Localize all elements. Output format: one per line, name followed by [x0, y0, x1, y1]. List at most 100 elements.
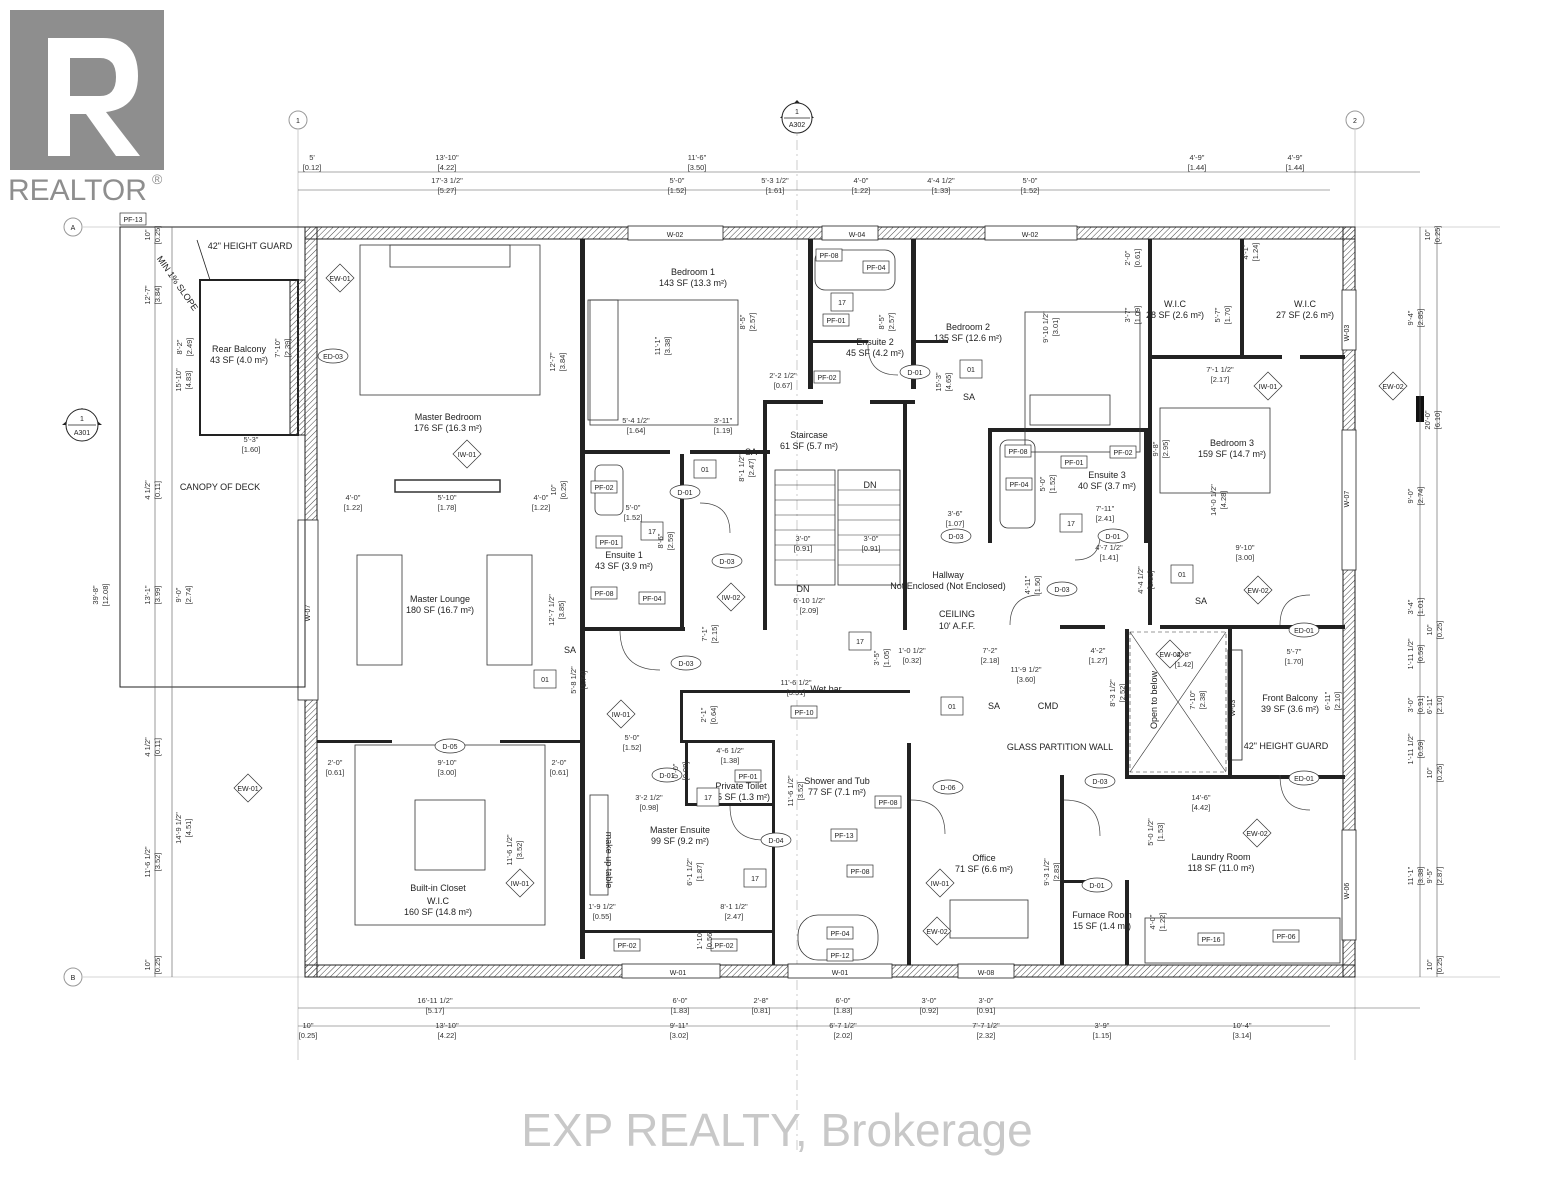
dim-interior-imperial: 12'-7 1/2"	[547, 594, 556, 626]
dim-interior-imperial: 3'-0"	[864, 534, 879, 543]
dim-interior-metric: [2.10]	[1333, 692, 1342, 711]
dim-interior-imperial: 5'-3"	[244, 435, 259, 444]
dim-right-imperial: 20'-0"	[1423, 410, 1432, 429]
room-area: 118 SF (11.0 m²)	[1188, 863, 1255, 873]
fixture-tag-box	[790, 705, 818, 719]
dim-interior-imperial: 2'-0"	[1123, 250, 1132, 265]
keynote-tag: 17	[648, 529, 656, 536]
dim-top-imperial: 5'	[309, 153, 315, 162]
wall-type-tag-diamond	[1242, 818, 1272, 848]
window-tag: W-02	[667, 232, 684, 239]
dim-interior-metric: [1.74]	[579, 671, 588, 690]
dim-interior-imperial: 7'-10"	[273, 338, 282, 357]
dim-left-imperial: 10"	[143, 229, 152, 240]
dim-bottom-metric: [0.25]	[299, 1031, 318, 1040]
dim-bottom-imperial: 10'-4"	[1232, 1021, 1251, 1030]
note-ceiling2: 10' A.F.F.	[939, 621, 975, 631]
smoke-alarm-label: SA	[963, 392, 975, 402]
fixture-tag: PF-04	[1009, 482, 1028, 489]
note-guard-rear: 42" HEIGHT GUARD	[208, 241, 293, 251]
fixture-tag: PF-13	[834, 833, 853, 840]
dim-interior-metric: [1.52]	[1048, 475, 1057, 494]
dim-interior-imperial: 12'-7"	[548, 352, 557, 371]
dim-interior-imperial: 7'-2"	[983, 646, 998, 655]
dim-right-metric: [2.10]	[1435, 696, 1444, 715]
dim-interior-imperial: 1'-0 1/2"	[898, 646, 926, 655]
keynote-tag-box	[940, 696, 964, 716]
note-wetbar: Wet bar	[810, 684, 841, 694]
dim-right-imperial: 1'-11 1/2"	[1406, 638, 1415, 669]
dim-right-imperial: 10"	[1425, 767, 1434, 778]
room-name: Office	[972, 853, 995, 863]
door-tag: D-01	[1089, 883, 1104, 890]
wall-type-tag: IW-01	[612, 712, 631, 719]
dim-interior-metric: [0.64]	[709, 706, 718, 725]
section-marker-left: 1 A301	[62, 408, 102, 442]
keynote-tag-box	[743, 868, 767, 888]
room-name: Ensuite 2	[856, 337, 894, 347]
keynote-tag-box	[1059, 513, 1083, 533]
room-name: Master Ensuite	[650, 825, 710, 835]
door-tag: D-03	[1092, 779, 1107, 786]
dim-right-metric: [3.38]	[1416, 867, 1425, 886]
dim-right-imperial: 10"	[1423, 229, 1432, 240]
dim-interior-metric: [4.42]	[1192, 803, 1211, 812]
dim-left-imperial: 10"	[143, 959, 152, 970]
room-name: Staircase	[790, 430, 828, 440]
note-canopy: CANOPY OF DECK	[180, 482, 260, 492]
door-tag-oval	[1288, 622, 1320, 638]
dim-interior-imperial: 6'-11"	[1323, 691, 1332, 710]
dim-interior-metric: [0.67]	[774, 381, 793, 390]
dim-bottom-imperial: 6'-0"	[836, 996, 851, 1005]
dim-left-imperial: 12'-7"	[143, 285, 152, 304]
dim-interior-imperial: 11'-1"	[653, 336, 662, 355]
note-dn2: DN	[864, 480, 877, 490]
grid-bubble-1: 1	[296, 118, 300, 125]
room-area: 28 SF (2.6 m²)	[1146, 310, 1204, 320]
dim-bottom-metric: [3.14]	[1233, 1031, 1252, 1040]
window-tag: W-03	[1344, 325, 1351, 342]
dim-interior-metric: [3.38]	[663, 337, 672, 356]
dim-top-metric: [1.61]	[766, 186, 785, 195]
dim-bottom-metric: [0.91]	[977, 1006, 996, 1015]
fixture-tag-box	[710, 938, 738, 952]
note-makeup: make up table	[604, 832, 614, 889]
fixture-tag-box	[815, 248, 843, 262]
door-tag-oval	[940, 528, 972, 544]
fixture-tag: PF-12	[830, 953, 849, 960]
dim-left-imperial: 4 1/2"	[143, 480, 152, 500]
exterior-walls	[297, 225, 1357, 979]
fixture-tag-box	[826, 948, 854, 962]
section-marker-top: 1 A302	[780, 100, 814, 134]
door-swings	[619, 344, 1311, 841]
dim-interior-imperial: 4'-6 1/2"	[716, 746, 744, 755]
brokerage-watermark: EXP REALTY, Brokerage	[521, 1104, 1033, 1156]
dim-interior-metric: [2.83]	[1052, 863, 1061, 882]
dim-interior-imperial: 9'-10"	[1235, 543, 1254, 552]
dimension-labels: 5'[0.12]13'-10"[4.22]11'-6"[3.50]17'-3 1…	[91, 153, 1444, 1040]
door-tag-oval	[651, 767, 683, 783]
room-area: 43 SF (4.0 m²)	[210, 355, 268, 365]
fixture-tag: PF-04	[866, 265, 885, 272]
dim-interior-metric: [3.51]	[787, 688, 806, 697]
dim-interior-imperial: 3'-0"	[796, 534, 811, 543]
window-tag: W-02	[1022, 232, 1039, 239]
door-tag: ED-01	[1294, 628, 1314, 635]
dim-interior-imperial: 11'-9 1/2"	[1010, 665, 1041, 674]
window-tag: W-06	[1344, 883, 1351, 900]
dim-interior-metric: [2.41]	[1096, 514, 1115, 523]
dim-top-imperial: 4'-4 1/2"	[927, 176, 955, 185]
room-area: 27 SF (2.6 m²)	[1276, 310, 1334, 320]
realtor-logo: REALTOR ®	[8, 8, 168, 208]
dim-top-imperial: 13'-10"	[435, 153, 459, 162]
dim-interior-metric: [1.33]	[1146, 571, 1155, 590]
window-tag: W-07	[305, 605, 312, 622]
dim-top-metric: [1.52]	[1021, 186, 1040, 195]
dim-top-imperial: 11'-6"	[688, 153, 707, 162]
door-tag: D-01	[677, 490, 692, 497]
note-cmd: CMD	[1038, 701, 1059, 711]
keynote-tag: 01	[1178, 572, 1186, 579]
keynote-tag-box	[693, 459, 717, 479]
fixture-tag: PF-16	[1201, 937, 1220, 944]
